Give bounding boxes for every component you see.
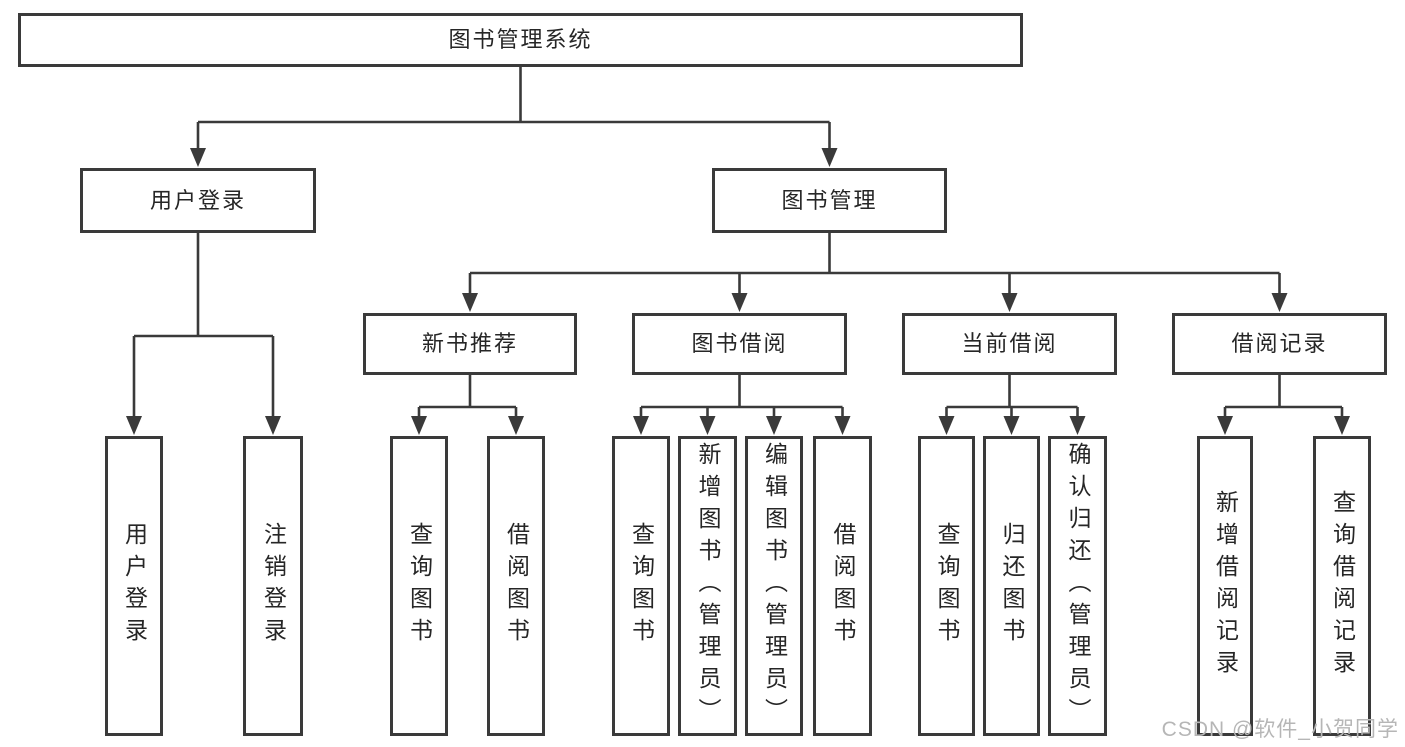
- arrowhead-icon: [1001, 293, 1018, 312]
- node-leaf-cb-query: 查询图书: [918, 436, 975, 736]
- node-leaf-br-add: 新增借阅记录: [1197, 436, 1253, 736]
- arrowhead-icon: [766, 416, 782, 435]
- node-leaf-cb-return: 归还图书: [983, 436, 1040, 736]
- node-leaf-bb-add: 新增图书（管理员）: [678, 436, 737, 736]
- arrowhead-icon: [190, 148, 206, 167]
- node-current-borrow: 当前借阅: [902, 313, 1117, 375]
- arrowhead-icon: [938, 416, 955, 435]
- arrowhead-icon: [834, 416, 851, 435]
- arrowhead-icon: [265, 416, 281, 435]
- csdn-watermark: CSDN @软件_小贺同学: [1161, 718, 1399, 741]
- arrowhead-icon: [1334, 416, 1350, 435]
- node-root: 图书管理系统: [18, 13, 1023, 67]
- node-leaf-user-login: 用户登录: [105, 436, 163, 736]
- arrowhead-icon: [126, 416, 142, 435]
- node-book-mgmt: 图书管理: [712, 168, 947, 233]
- arrowhead-icon: [508, 416, 524, 435]
- arrowhead-icon: [1271, 293, 1288, 312]
- node-leaf-bb-query: 查询图书: [612, 436, 670, 736]
- node-leaf-cb-confirm: 确认归还（管理员）: [1048, 436, 1107, 736]
- node-leaf-logout: 注销登录: [243, 436, 303, 736]
- arrowhead-icon: [411, 416, 427, 435]
- arrowhead-icon: [1217, 416, 1233, 435]
- node-user-login: 用户登录: [80, 168, 316, 233]
- node-leaf-br-query: 查询借阅记录: [1313, 436, 1371, 736]
- node-leaf-bb-edit: 编辑图书（管理员）: [745, 436, 803, 736]
- arrowhead-icon: [462, 293, 478, 312]
- arrowhead-icon: [633, 416, 649, 435]
- arrowhead-icon: [821, 148, 838, 167]
- node-book-borrow: 图书借阅: [632, 313, 847, 375]
- arrowhead-icon: [699, 416, 716, 435]
- arrowhead-icon: [1003, 416, 1020, 435]
- node-leaf-rec-query: 查询图书: [390, 436, 448, 736]
- node-borrow-records: 借阅记录: [1172, 313, 1387, 375]
- node-new-book-rec: 新书推荐: [363, 313, 577, 375]
- node-leaf-rec-borrow: 借阅图书: [487, 436, 545, 736]
- arrowhead-icon: [731, 293, 748, 312]
- node-leaf-bb-borrow: 借阅图书: [813, 436, 872, 736]
- arrowhead-icon: [1069, 416, 1086, 435]
